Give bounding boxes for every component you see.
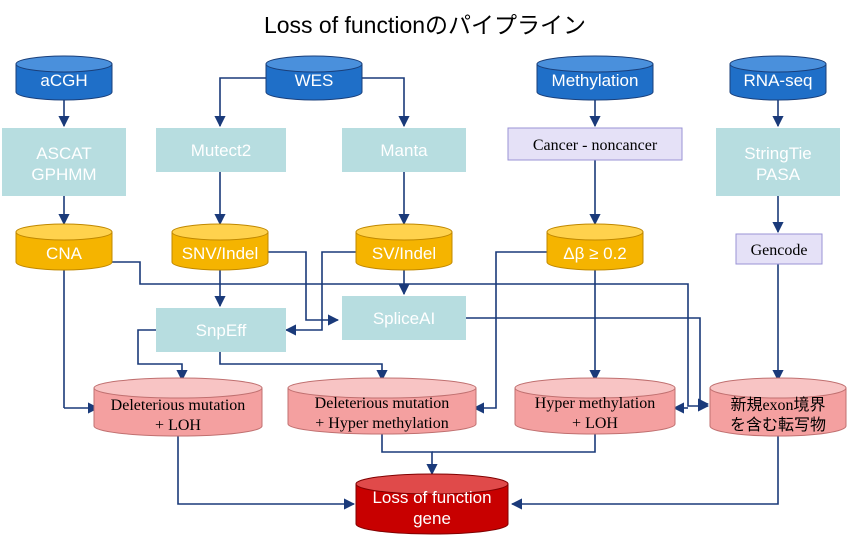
tool-ascat: ASCAT GPHMM: [2, 128, 126, 196]
source-rnaseq: RNA-seq: [729, 55, 827, 101]
tool-cancer-noncancer-label: Cancer - noncancer: [533, 137, 658, 154]
result-novel-exon-line1: 新規exon境界: [730, 395, 825, 414]
result-del-hyper-line1: Deleterious mutation: [315, 395, 450, 412]
tool-snpeff-label: SnpEff: [196, 321, 247, 340]
result-del-hyper-line2: + Hyper methylation: [315, 415, 448, 432]
result-hyper-loh: Hyper methylation + LOH: [514, 377, 676, 435]
arrow-sv-snpeff: [284, 251, 358, 336]
intermediate-sv: SV/Indel: [355, 223, 453, 271]
final-lof-gene-line1: Loss of function: [372, 488, 491, 507]
intermediate-deltabeta: Δβ ≥ 0.2: [546, 223, 644, 271]
result-hyper-loh-line2: + LOH: [572, 415, 618, 432]
final-lof-gene: Loss of function gene: [355, 473, 509, 535]
intermediate-deltabeta-label: Δβ ≥ 0.2: [563, 244, 627, 263]
intermediate-snv: SNV/Indel: [171, 223, 269, 271]
arrow-deltabeta-delhyper: [472, 251, 547, 414]
arrow-novelexon-final: [510, 436, 779, 510]
tool-ascat-line2: GPHMM: [31, 165, 96, 184]
arrow-delloh-final: [177, 436, 356, 510]
tool-spliceai: SpliceAI: [342, 296, 466, 340]
source-acgh-label: aCGH: [40, 71, 87, 90]
arrow-cna-novelexon: [112, 261, 710, 412]
result-hyper-loh-line1: Hyper methylation: [535, 395, 655, 412]
tool-spliceai-label: SpliceAI: [373, 309, 435, 328]
intermediate-cna: CNA: [15, 223, 113, 271]
result-novel-exon-line2: を含む転写物: [730, 416, 826, 434]
tool-stringtie: StringTie PASA: [716, 128, 840, 196]
tool-snpeff: SnpEff: [156, 308, 286, 352]
tool-gencode: Gencode: [735, 233, 823, 265]
result-novel-exon: 新規exon境界 を含む転写物: [709, 377, 847, 437]
page-title: Loss of functionのパイプライン: [264, 12, 586, 38]
tool-mutect2: Mutect2: [156, 128, 286, 172]
arrow-wes-mutect2: [214, 77, 268, 128]
source-methylation-label: Methylation: [552, 71, 639, 90]
tool-gencode-label: Gencode: [751, 242, 808, 259]
tool-manta-label: Manta: [380, 141, 428, 160]
result-del-hyper: Deleterious mutation + Hyper methylation: [287, 377, 477, 435]
tool-stringtie-line1: StringTie: [744, 144, 811, 163]
source-rnaseq-label: RNA-seq: [744, 71, 813, 90]
arrow-snpeff-delloh: [137, 329, 188, 382]
source-wes-label: WES: [295, 71, 334, 90]
final-lof-gene-line2: gene: [413, 509, 451, 528]
intermediate-cna-label: CNA: [46, 244, 83, 263]
source-wes: WES: [265, 55, 363, 101]
arrow-wes-manta: [358, 77, 410, 128]
tool-stringtie-line2: PASA: [756, 165, 801, 184]
result-del-loh-line1: Deleterious mutation: [111, 397, 246, 414]
result-del-loh: Deleterious mutation + LOH: [93, 377, 263, 437]
tool-ascat-line1: ASCAT: [36, 144, 91, 163]
connectors: [58, 77, 784, 510]
tool-mutect2-label: Mutect2: [191, 141, 251, 160]
source-methylation: Methylation: [536, 55, 654, 101]
line-hyperloh-final: [432, 434, 596, 453]
intermediate-sv-label: SV/Indel: [372, 244, 436, 263]
arrow-delhyper-final: [381, 434, 438, 476]
tool-cancer-noncancer: Cancer - noncancer: [507, 127, 683, 161]
intermediate-snv-label: SNV/Indel: [182, 244, 259, 263]
source-acgh: aCGH: [15, 55, 113, 101]
arrow-snpeff-delhyper: [219, 352, 388, 382]
tool-manta: Manta: [342, 128, 466, 172]
result-del-loh-line2: + LOH: [155, 417, 201, 434]
arrow-spliceai-novelexon: [466, 317, 710, 410]
